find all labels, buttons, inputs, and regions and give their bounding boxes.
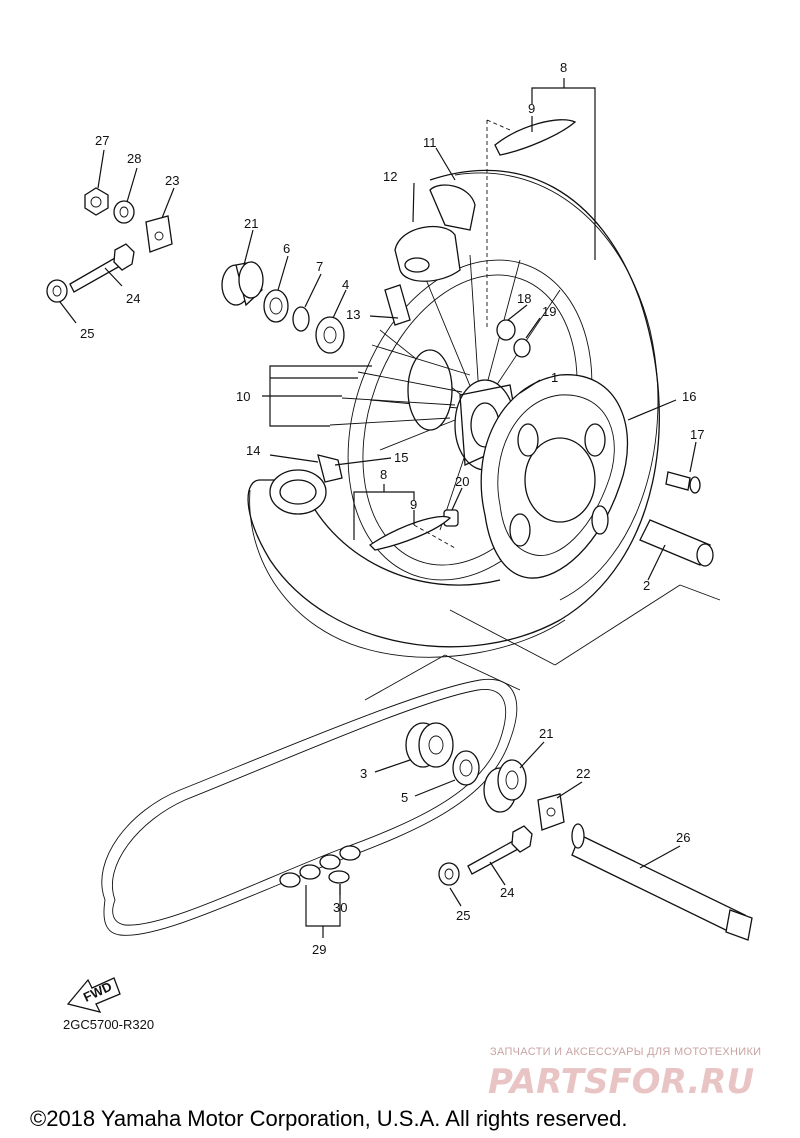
label-23: 23 [165, 173, 179, 188]
outline-box [449, 584, 721, 666]
spoke-set-10 [329, 344, 471, 426]
label-26: 26 [676, 830, 690, 845]
nut-27 [84, 187, 109, 216]
label-24-bottom: 24 [500, 885, 514, 900]
label-16: 16 [682, 389, 696, 404]
watermark-caption: ЗАПЧАСТИ И АКСЕССУАРЫ ДЛЯ МОТОТЕХНИКИ [490, 1046, 761, 1058]
copyright-notice: ©2018 Yamaha Motor Corporation, U.S.A. A… [30, 1106, 627, 1131]
label-18: 18 [517, 291, 531, 306]
rim-band-lower [368, 515, 452, 551]
label-9-top: 9 [528, 101, 535, 116]
diagram-code: 2GC5700-R320 [63, 1017, 154, 1032]
label-2: 2 [643, 578, 650, 593]
circlip-7 [292, 306, 310, 332]
label-17: 17 [690, 427, 704, 442]
label-27: 27 [95, 133, 109, 148]
label-4: 4 [342, 277, 349, 292]
label-5: 5 [401, 790, 408, 805]
label-24-top: 24 [126, 291, 140, 306]
label-14: 14 [246, 443, 260, 458]
callout-labels: 1 2 3 4 5 6 7 8 8 9 9 10 11 12 13 14 15 … [80, 60, 704, 957]
drive-chain [101, 678, 518, 936]
seal-5 [452, 750, 480, 786]
label-29: 29 [312, 942, 326, 957]
adjuster-block-22 [537, 793, 565, 831]
collar-21-top [221, 261, 264, 307]
watermark-logo: PARTSFOR.RU [488, 1062, 754, 1102]
washer-25-bottom [438, 862, 460, 886]
label-13: 13 [346, 307, 360, 322]
chain-clip-30 [328, 870, 350, 884]
chain-guard-part [269, 454, 343, 515]
leader-lines [59, 78, 697, 938]
nipple-19 [513, 338, 531, 358]
label-30: 30 [333, 900, 347, 915]
label-8-lower: 8 [380, 467, 387, 482]
collar-2 [639, 519, 714, 567]
spacer-18 [496, 319, 516, 341]
chain-joint-29 [279, 845, 361, 888]
label-21-top: 21 [244, 216, 258, 231]
bolt-17 [665, 471, 701, 494]
outline-box-2 [364, 654, 521, 701]
label-9-lower: 9 [410, 497, 417, 512]
rim-band-top [494, 119, 577, 156]
washer-25-top [46, 279, 68, 303]
axle-26 [571, 823, 753, 941]
watermark: ЗАПЧАСТИ И АКСЕССУАРЫ ДЛЯ МОТОТЕХНИКИ PA… [488, 1046, 761, 1102]
label-22: 22 [576, 766, 590, 781]
label-11: 11 [423, 135, 437, 150]
label-6: 6 [283, 241, 290, 256]
bearing-3 [405, 722, 454, 768]
bolt-24-top [69, 243, 135, 293]
tube-valve [384, 184, 476, 326]
label-1: 1 [551, 370, 558, 385]
sprocket [480, 374, 628, 579]
fwd-arrow-icon: FWD [66, 977, 121, 1013]
bearing-6 [263, 289, 289, 323]
label-15: 15 [394, 450, 408, 465]
label-21-bottom: 21 [539, 726, 553, 741]
collar-21-bottom [483, 759, 527, 813]
washer-28 [113, 200, 135, 224]
label-3: 3 [360, 766, 367, 781]
label-10: 10 [236, 389, 250, 404]
bolt-24-bottom [467, 825, 533, 875]
label-8-top: 8 [560, 60, 567, 75]
label-19: 19 [542, 304, 556, 319]
label-7: 7 [316, 259, 323, 274]
label-25-top: 25 [80, 326, 94, 341]
label-20: 20 [455, 474, 469, 489]
label-12: 12 [383, 169, 397, 184]
bearing-4 [315, 316, 345, 354]
label-25-bottom: 25 [456, 908, 470, 923]
adjuster-block-23 [145, 215, 173, 253]
label-28: 28 [127, 151, 141, 166]
